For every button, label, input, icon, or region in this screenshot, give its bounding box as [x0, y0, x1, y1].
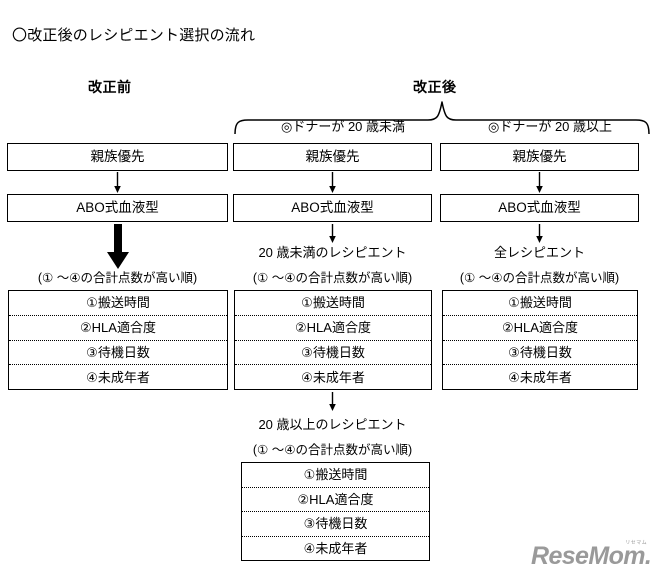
before-abo-blood-type-box: ABO式血液型: [7, 194, 228, 222]
after-brace: [232, 100, 652, 134]
criteria-row: ②HLA適合度: [9, 314, 227, 340]
after-under20-criteria-box: ①搬送時間 ②HLA適合度 ③待機日数 ④未成年者: [234, 290, 432, 390]
after-over20-relative-priority-box: 親族優先: [440, 143, 639, 171]
criteria-row: ②HLA適合度: [235, 314, 431, 340]
criteria-row: ①搬送時間: [508, 295, 572, 311]
before-criteria-box: ①搬送時間 ②HLA適合度 ③待機日数 ④未成年者: [8, 290, 228, 390]
after-over20-criteria-box: ①搬送時間 ②HLA適合度 ③待機日数 ④未成年者: [442, 290, 638, 390]
criteria-row: ①搬送時間: [86, 295, 150, 311]
after-over20-arrow-2-icon: [534, 224, 545, 244]
after-under20-relative-priority-box: 親族優先: [233, 143, 432, 171]
criteria-row: ④未成年者: [9, 364, 227, 389]
before-relative-priority-box: 親族優先: [7, 143, 228, 171]
bottom-over20-recipient-label: 20 歳以上のレシピエント: [258, 417, 407, 432]
criteria-row: ④未成年者: [443, 364, 637, 389]
branch-label-donor-under-20: ◎ドナーが 20 歳未満: [280, 119, 406, 134]
column-header-before: 改正前: [88, 79, 132, 95]
after-over20-arrow-1-icon: [534, 172, 545, 194]
bottom-over20-score-note: (① ～④の合計点数が高い順): [252, 443, 413, 457]
criteria-row: ③待機日数: [9, 339, 227, 365]
before-arrow-thick-icon: [103, 224, 133, 270]
criteria-row: ③待機日数: [443, 339, 637, 365]
after-under20-score-note: (① ～④の合計点数が高い順): [252, 271, 413, 285]
criteria-row: ②HLA適合度: [242, 486, 429, 512]
after-under20-abo-blood-type-box: ABO式血液型: [233, 194, 432, 222]
watermark-kana: リセマム: [625, 540, 647, 546]
criteria-row: ①搬送時間: [301, 295, 365, 311]
after-under20-recipient-label: 20 歳未満のレシピエント: [258, 245, 407, 260]
branch-label-donor-over-20: ◎ドナーが 20 歳以上: [487, 119, 613, 134]
bottom-over20-criteria-box: ①搬送時間 ②HLA適合度 ③待機日数 ④未成年者: [241, 462, 430, 561]
after-under20-to-over20-arrow-icon: [327, 392, 338, 412]
criteria-row: ④未成年者: [235, 364, 431, 389]
criteria-row: ③待機日数: [242, 511, 429, 536]
criteria-row: ④未成年者: [242, 535, 429, 561]
before-score-note: (① ～④の合計点数が高い順): [37, 271, 198, 285]
watermark-text: ReseMom.: [531, 542, 652, 570]
after-over20-all-recipient-label: 全レシピエント: [493, 245, 585, 260]
resemom-watermark: リセマム ReseMom.: [531, 540, 653, 572]
after-under20-arrow-1-icon: [327, 172, 338, 194]
after-over20-score-note: (① ～④の合計点数が高い順): [459, 271, 620, 285]
criteria-row: ②HLA適合度: [443, 314, 637, 340]
page-title: 〇改正後のレシピエント選択の流れ: [12, 27, 256, 44]
criteria-row: ③待機日数: [235, 339, 431, 365]
after-under20-arrow-2-icon: [327, 224, 338, 244]
criteria-row: ①搬送時間: [303, 467, 368, 483]
after-over20-abo-blood-type-box: ABO式血液型: [440, 194, 639, 222]
before-arrow-1-icon: [112, 172, 123, 194]
column-header-after: 改正後: [413, 79, 457, 95]
